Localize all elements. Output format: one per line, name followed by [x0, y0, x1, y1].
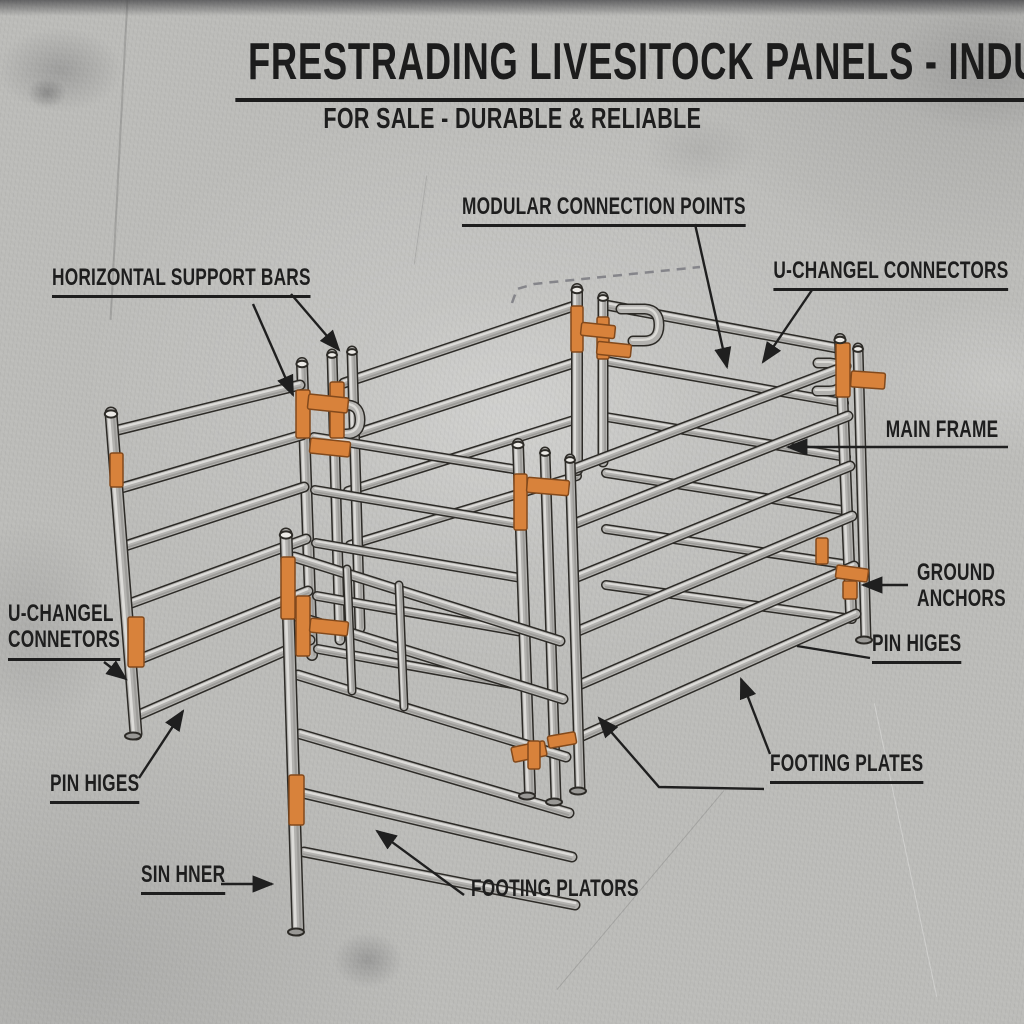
label-sin-hner: SIN HNER	[141, 861, 258, 896]
footing-plate	[124, 731, 142, 741]
leader-arrow	[693, 223, 732, 370]
pipe	[288, 551, 566, 647]
pipe	[120, 533, 312, 611]
leader-arrow	[761, 289, 813, 364]
pipe	[340, 356, 583, 443]
leader-arrow	[597, 716, 765, 791]
label-horizontal-support-bars: HORIZONTAL SUPPORT BARS	[52, 264, 411, 299]
orange-connector	[527, 740, 541, 770]
orange-connector	[579, 321, 617, 340]
footing-plate	[518, 791, 536, 801]
pipe	[298, 846, 581, 911]
label-footing-plates: FOOTING PLATES	[770, 750, 983, 785]
footing-plate	[287, 927, 305, 937]
label-modular-connection-points: MODULAR CONNECTION POINTS	[462, 193, 856, 228]
post-cap	[564, 456, 576, 464]
subtitle-wrap: FOR SALE - DURABLE & RELIABLE	[323, 103, 701, 136]
pipe	[601, 524, 855, 570]
pipe	[564, 453, 586, 794]
pipe	[568, 360, 852, 475]
post-cap	[278, 530, 294, 540]
leader-line	[796, 644, 871, 660]
post-cap	[103, 409, 119, 419]
pipe	[124, 585, 314, 669]
label-pin-hinges-right: PIN HIGES	[872, 630, 996, 665]
footing-plate	[855, 635, 873, 645]
pipe	[574, 608, 862, 743]
pipe	[601, 580, 857, 624]
orange-connector	[127, 616, 145, 668]
orange-connector	[288, 774, 305, 826]
pipe	[601, 468, 853, 516]
footing-plate	[569, 786, 587, 796]
label-pin-hinges-left: PIN HIGES	[50, 770, 174, 805]
u-hook-connector	[329, 399, 366, 440]
page-subtitle: FOR SALE - DURABLE & RELIABLE	[323, 103, 701, 135]
leader-arrow	[739, 676, 772, 755]
orange-connector	[308, 617, 350, 637]
leader-arrow	[375, 829, 465, 896]
post-cap	[346, 348, 358, 356]
post-cap	[833, 335, 847, 345]
orange-connector	[295, 595, 311, 657]
pipe	[116, 481, 310, 553]
orange-connector	[595, 340, 633, 359]
pipe	[128, 634, 316, 723]
label-main-frame: MAIN FRAME	[885, 416, 998, 443]
u-hook-connector	[615, 303, 665, 347]
pipe	[296, 787, 578, 863]
pipe	[601, 412, 851, 462]
orange-connector	[306, 393, 350, 414]
post-cap	[570, 285, 584, 295]
pipe	[338, 299, 583, 389]
post-cap	[511, 440, 525, 450]
orange-connector	[513, 473, 528, 531]
leader-arrow	[103, 660, 128, 681]
orange-connector	[295, 389, 311, 439]
post-cap	[295, 359, 309, 369]
leader-arrow	[290, 293, 341, 352]
post-cap	[326, 351, 338, 359]
header: FRESTRADING LIVESITOCK PANELS - INDUSTRI…	[0, 36, 1024, 102]
post-cap	[539, 449, 551, 457]
post-cap	[597, 294, 609, 302]
page-title: FRESTRADING LIVESITOCK PANELS - INDUSTRI…	[235, 36, 1024, 102]
orange-connector	[280, 556, 296, 620]
pipe	[112, 429, 308, 495]
orange-connector	[834, 564, 870, 583]
orange-connector	[849, 370, 887, 390]
title-wrap: FRESTRADING LIVESITOCK PANELS - INDUSTRI…	[235, 36, 1024, 102]
pipe	[571, 460, 856, 583]
pipe	[573, 560, 860, 691]
orange-connector	[835, 342, 851, 398]
pipe	[108, 379, 306, 437]
pipe	[601, 356, 849, 408]
orange-connector	[308, 437, 352, 458]
post-cap	[852, 345, 864, 353]
leader-arrow	[137, 709, 185, 779]
orange-connector	[546, 731, 578, 749]
orange-connector	[815, 537, 829, 565]
orange-connector	[525, 476, 571, 497]
pipe	[310, 485, 525, 529]
pipe	[311, 538, 526, 583]
orange-connector	[842, 580, 858, 600]
pipe	[852, 342, 872, 644]
subheader: FOR SALE - DURABLE & RELIABLE	[0, 103, 1024, 136]
pipe	[570, 410, 854, 529]
hidden-edge-dashed-line	[510, 265, 701, 304]
footing-plate	[545, 797, 563, 807]
orange-connector	[109, 452, 124, 488]
label-u-channel-connectors-right: U-CHANGEL CONNECTORS	[682, 257, 1008, 292]
leader-arrow	[251, 303, 295, 397]
pipe	[394, 580, 409, 712]
label-footing-plators: FOOTING PLATORS	[471, 875, 639, 902]
pipe	[572, 510, 858, 637]
